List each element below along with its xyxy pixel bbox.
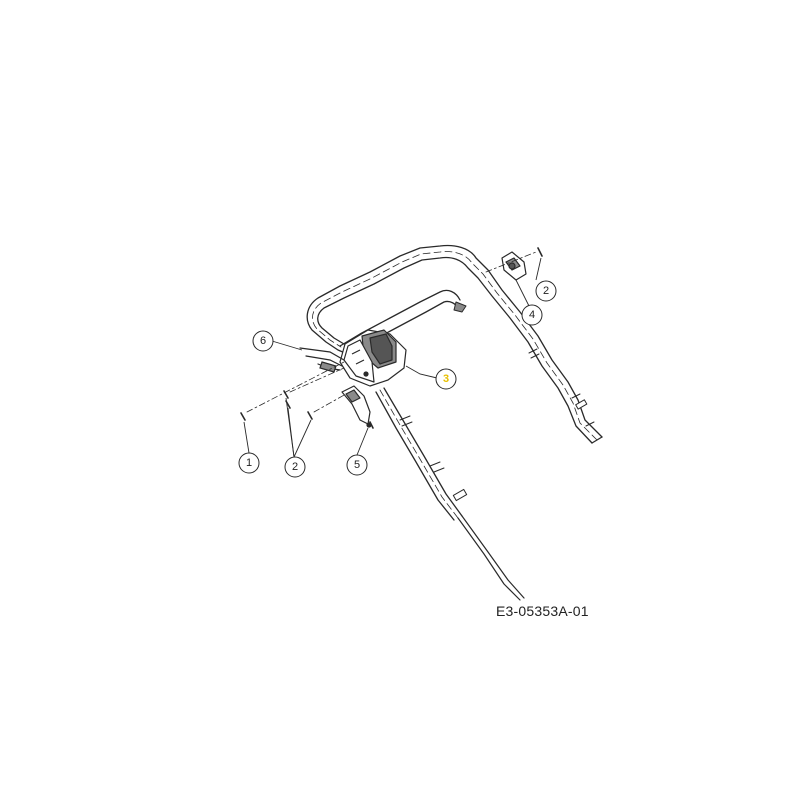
callout-4: 4 [521, 304, 543, 326]
cable-clip-part-5 [341, 385, 372, 428]
knob-part-4 [501, 251, 527, 281]
drawing-number: E3-05353A-01 [496, 603, 589, 619]
svg-text:2: 2 [292, 461, 298, 473]
svg-text:1: 1 [246, 457, 252, 469]
leader-lines [243, 257, 542, 458]
callout-6: 6 [252, 330, 274, 352]
callout-2-left: 2 [284, 456, 306, 478]
callout-1: 1 [238, 452, 260, 474]
callout-5: 5 [346, 454, 368, 476]
callout-3: 3 [435, 368, 457, 390]
switch-box-part-3 [339, 329, 407, 387]
svg-text:6: 6 [260, 335, 266, 347]
svg-text:3: 3 [443, 373, 449, 385]
bail-rod-part-6 [299, 347, 345, 373]
svg-text:4: 4 [529, 309, 535, 321]
svg-text:2: 2 [543, 285, 549, 297]
callout-2-right: 2 [535, 280, 557, 302]
svg-text:5: 5 [354, 459, 360, 471]
screws-and-axis-lines [240, 247, 543, 429]
upper-handle-bar [306, 244, 603, 444]
lower-handle-tube [339, 289, 525, 601]
